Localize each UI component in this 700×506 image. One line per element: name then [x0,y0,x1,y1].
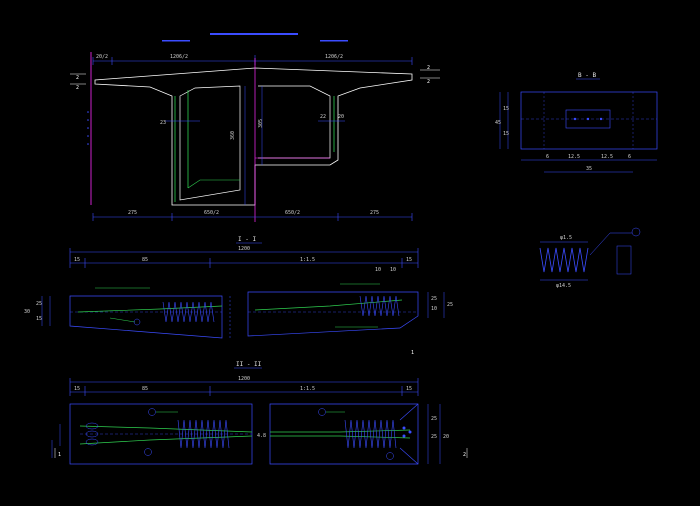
dim-left-bottom: 2 [76,85,79,91]
box-girder-cross-section: 20/2 1206/2 1206/2 2 2 2 2 23 22 20 360 [70,52,440,222]
ii-right-end [399,403,419,465]
i-dim-2: 85 [142,257,148,263]
bb-dim-bottom-total: 35 [586,166,592,172]
right-heading-underline [320,40,348,42]
dim-bottom-1: 275 [128,210,137,216]
ii-left-tendon-2 [79,435,253,445]
anchor-dot [573,117,577,121]
spring-coil [539,247,589,273]
i-leader [109,317,136,323]
bb-dim-bottom-4: 6 [628,154,631,160]
bb-dim-left-1: 15 [503,106,509,112]
ii-left-tendon-1 [79,425,253,433]
dim-depth-right: 305 [258,119,264,128]
bb-dim-bottom-3: 12.5 [601,154,613,160]
i-dim-sub-2: 10 [390,267,396,273]
dim-top-mid-left: 1206/2 [170,54,188,60]
ii-dim-4: 15 [406,386,412,392]
dim-bottom-3: 650/2 [285,210,300,216]
bb-dim-bottom-2: 12.5 [568,154,580,160]
ii-callout-circle [148,408,156,416]
ii-right-anchors [402,426,412,438]
anchor-dot [599,117,603,121]
i-right-dim-1: 25 [431,296,437,302]
marker-2-right: 2 [463,452,466,458]
ii-right-dim-2: 25 [431,434,437,440]
deck-top-flange [94,67,413,206]
ii-callout-circle [318,408,326,416]
dim-bottom-4: 275 [370,210,379,216]
ii-mid-dim: 4.8 [257,433,266,439]
marker-1-left: 1 [58,452,61,458]
ii-right-dim-3: 20 [443,434,449,440]
dim-top-mid-right: 1206/2 [325,54,343,60]
spring-leader [589,232,611,256]
spring-dim-bottom: φ14.5 [556,283,571,289]
ii-right-tendon-1 [270,429,411,433]
dim-right-bottom: 2 [427,79,430,85]
spring-detail: φ1.5 φ14.5 [539,227,641,289]
i-right-dim-2: 10 [431,306,437,312]
section-bb-outline [520,91,658,150]
dim-depth-mid: 360 [230,131,236,140]
dim-bottom-2: 650/2 [204,210,219,216]
spring-callout-circle [631,227,641,237]
dim-top-left: 20/2 [96,54,108,60]
i-right-tendon [254,299,403,311]
i-left-beam [69,295,223,339]
ii-right-dim-1: 25 [431,416,437,422]
box-inner-outline [179,85,241,201]
i-left-dim-2: 25 [36,301,42,307]
i-callout-circle [133,318,141,326]
ii-right-spring [344,419,397,449]
bb-dim-left-2: 15 [503,131,509,137]
section-1-title: I - I [238,236,256,243]
ii-dim-3: 1:1.5 [300,386,315,392]
i-left-dim-3: 15 [36,316,42,322]
ii-dim-1: 15 [74,386,80,392]
ii-dim-total: 1200 [238,376,250,382]
i-dim-3: 1:1.5 [300,257,315,263]
ii-right-tendon-2 [270,435,411,439]
dim-web-right: 22 [320,114,326,120]
i-dim-sub-1: 10 [375,267,381,273]
i-left-dim-1: 30 [24,309,30,315]
i-right-spring [359,295,400,317]
bb-dim-left-total: 45 [495,120,501,126]
ii-right-beam [269,403,419,465]
i-left-tendon [77,305,223,313]
dim-left-top: 2 [76,75,79,81]
section-bb-verticals [543,92,634,149]
left-side-marks [87,111,89,145]
i-dim-1: 15 [74,257,80,263]
bb-dim-bottom-1: 6 [546,154,549,160]
section-1-1: I - I 1200 15 85 1:1.5 15 10 10 30 25 15 [24,236,453,356]
tendon-bottom [187,179,240,189]
i-right-dim-3: 25 [447,302,453,308]
marker-1: 1 [411,350,414,356]
dim-web-right-2: 20 [338,114,344,120]
spring-anchor-box [616,245,632,275]
ii-callout-circle [144,448,152,456]
box-inner-right [258,85,331,159]
i-left-spring [162,301,215,323]
dim-right-top: 2 [427,65,430,71]
left-heading-underline [162,40,190,42]
section-bb: B - B 15 15 45 6 12.5 12.5 6 35 [495,72,658,173]
i-dim-4: 15 [406,257,412,263]
ii-left-spring [177,419,230,449]
spring-dim-top: φ1.5 [560,235,572,241]
ii-left-anchors [85,422,99,446]
section-2-2: II - II 1200 15 85 1:1.5 15 4.8 [51,361,468,465]
ii-dim-2: 85 [142,386,148,392]
i-right-beam [247,291,419,337]
section-2-title: II - II [236,361,262,368]
i-dim-total: 1200 [238,246,250,252]
anchor-dot [586,117,590,121]
ii-callout-circle [386,452,394,460]
section-bb-title: B - B [578,72,596,79]
dim-web-left: 23 [160,120,166,126]
drawing-title-underline [210,33,298,35]
